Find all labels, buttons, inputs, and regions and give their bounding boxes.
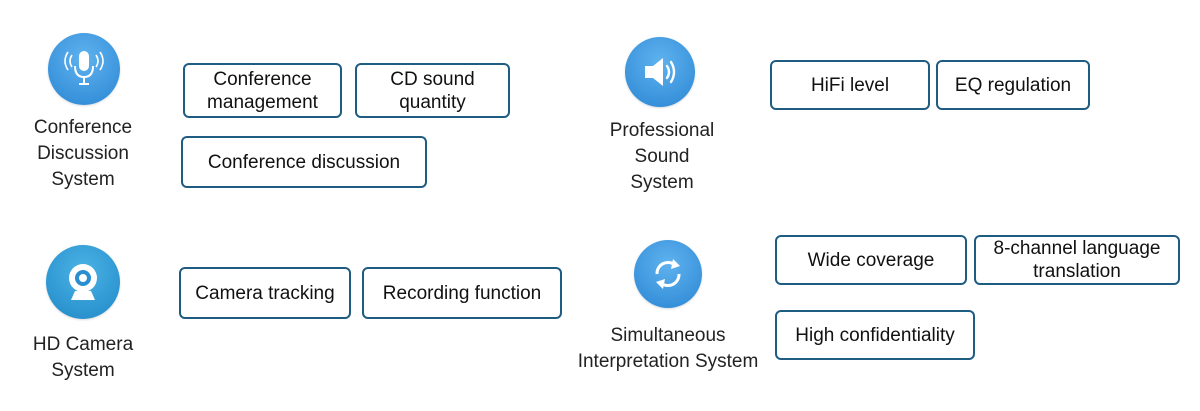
tag-cd-sound-quantity: CD sound quantity <box>355 63 510 118</box>
tag-conference-discussion: Conference discussion <box>181 136 427 188</box>
tag-wide-coverage: Wide coverage <box>775 235 967 285</box>
tag-camera-tracking: Camera tracking <box>179 267 351 319</box>
tag-conference-management: Conference management <box>183 63 342 118</box>
webcam-icon <box>46 245 120 319</box>
camera-system-label: HD Camera System <box>32 334 134 381</box>
interpretation-system-label: Simultaneous Interpretation System <box>577 325 759 372</box>
sync-icon <box>634 240 702 308</box>
sound-system-label: Professional Sound System <box>609 120 715 193</box>
tag-hifi-level: HiFi level <box>770 60 930 110</box>
tag-high-confidentiality: High confidentiality <box>775 310 975 360</box>
speaker-icon <box>625 37 695 107</box>
microphone-icon <box>48 33 120 105</box>
conference-system-label: Conference Discussion System <box>33 117 133 190</box>
tag-recording-function: Recording function <box>362 267 562 319</box>
tag-8-channel-translation: 8-channel language translation <box>974 235 1180 285</box>
tag-eq-regulation: EQ regulation <box>936 60 1090 110</box>
